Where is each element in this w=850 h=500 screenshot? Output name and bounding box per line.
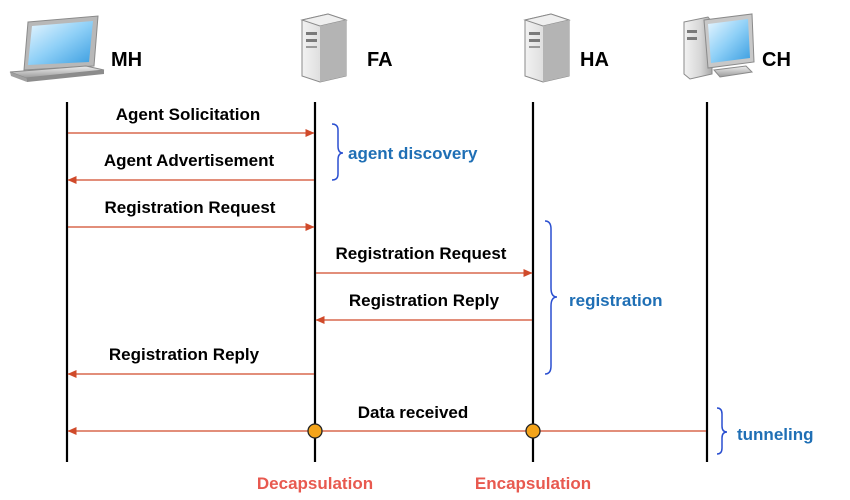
message-registration-request-fa: Registration Request [336,244,507,263]
message-agent-advertisement: Agent Advertisement [104,151,275,170]
entity-label-mh: MH [111,49,142,71]
message-agent-solicitation: Agent Solicitation [116,105,261,124]
decapsulation-node [307,423,323,439]
server-tower-icon [300,13,348,83]
phase-agent-discovery: agent discovery [348,144,478,163]
entity-label-ch: CH [762,49,791,71]
process-decapsulation: Decapsulation [257,474,373,493]
laptop-icon [9,15,105,82]
encapsulation-node [525,423,541,439]
entity-label-ha: HA [580,49,609,71]
tunneling-brace [716,407,728,455]
entity-label-fa: FA [367,49,393,71]
message-registration-request-mh: Registration Request [105,198,276,217]
server-tower-icon [523,13,571,83]
message-data-received: Data received [358,403,469,422]
message-registration-reply-ha: Registration Reply [349,291,500,310]
process-encapsulation: Encapsulation [475,474,591,493]
registration-brace [544,220,558,375]
desktop-computer-icon [683,13,755,80]
phase-registration: registration [569,291,663,310]
agent-discovery-brace [331,123,344,181]
message-registration-reply-fa: Registration Reply [109,345,260,364]
phase-tunneling: tunneling [737,425,813,444]
